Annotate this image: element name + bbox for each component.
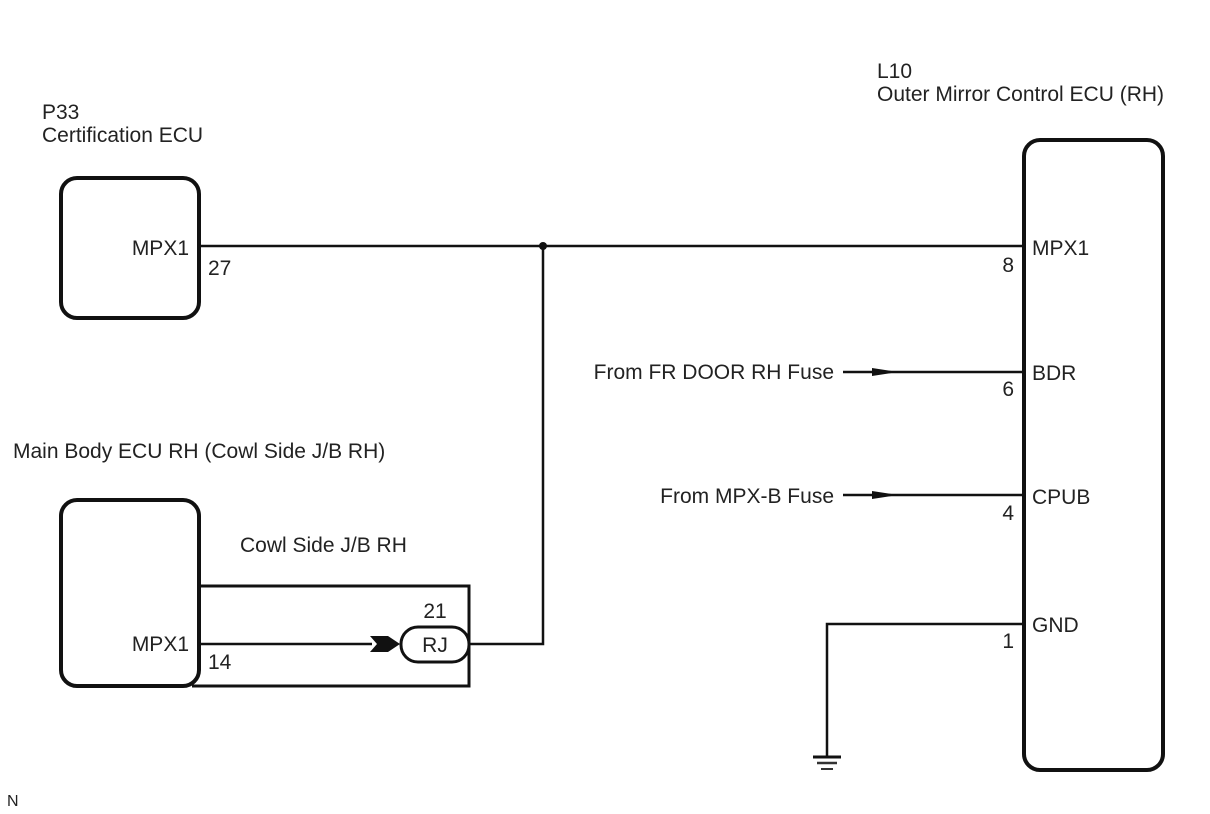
footer-mark: N <box>7 793 19 810</box>
certification-ecu-pin-name: MPX1 <box>132 237 189 260</box>
ground-icon <box>813 755 841 770</box>
certification-ecu-name: Certification ECU <box>42 124 203 147</box>
gnd-wire <box>825 622 1024 756</box>
main-body-ecu-name: Main Body ECU RH (Cowl Side J/B RH) <box>13 440 385 463</box>
cowl-side-jb-name: Cowl Side J/B RH <box>240 534 407 557</box>
outer-mirror-pin-name-mpx1: MPX1 <box>1032 237 1089 260</box>
main-body-ecu-pin-name: MPX1 <box>132 633 189 656</box>
rj-pin-number: 21 <box>423 600 446 623</box>
fr-door-rh-fuse-label: From FR DOOR RH Fuse <box>594 361 834 384</box>
outer-mirror-ecu-box <box>1022 138 1165 772</box>
outer-mirror-pin-number-gnd: 1 <box>1002 630 1014 653</box>
outer-mirror-pin-number-bdr: 6 <box>1002 378 1014 401</box>
rj-connector <box>399 625 471 664</box>
outer-mirror-pin-name-gnd: GND <box>1032 614 1079 637</box>
connector-arrow-icon <box>370 636 400 652</box>
outer-mirror-pin-name-bdr: BDR <box>1032 362 1076 385</box>
certification-ecu-code: P33 <box>42 101 79 124</box>
cowl-side-jb-box <box>192 584 471 688</box>
certification-ecu-box <box>59 176 201 320</box>
outer-mirror-pin-number-cpub: 4 <box>1002 502 1014 525</box>
main-body-ecu-pin-number: 14 <box>208 651 232 674</box>
mpx1-branch-wire <box>469 246 545 646</box>
outer-mirror-pin-number-mpx1: 8 <box>1002 254 1014 277</box>
outer-mirror-pin-name-cpub: CPUB <box>1032 486 1090 509</box>
cpub-arrow-icon <box>872 491 898 499</box>
main-body-ecu-box <box>59 498 201 688</box>
mpx-b-fuse-label: From MPX-B Fuse <box>660 485 834 508</box>
outer-mirror-ecu-code: L10 <box>877 60 912 83</box>
outer-mirror-ecu-name: Outer Mirror Control ECU (RH) <box>877 83 1164 106</box>
bdr-arrow-icon <box>872 368 898 376</box>
rj-connector-label: RJ <box>422 634 448 657</box>
certification-ecu-pin-number: 27 <box>208 257 231 280</box>
